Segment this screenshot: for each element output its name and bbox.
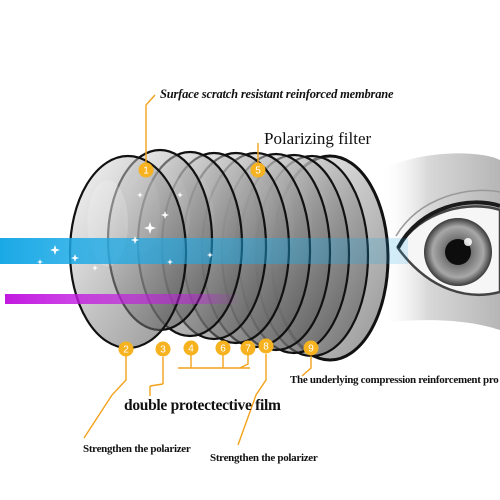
sparkle-icon [37, 259, 43, 265]
sparkle-icon [161, 211, 169, 219]
leader-line [301, 356, 312, 377]
marker-number: 3 [160, 345, 166, 356]
sparkle-icon [207, 252, 213, 258]
number-markers: 1 2 3 4 5 6 7 8 9 [118, 162, 319, 357]
blue-light-beam [0, 238, 408, 264]
marker-number: 9 [308, 344, 314, 355]
marker-6: 6 [215, 340, 231, 356]
label-protective-film: double protectective film [124, 397, 281, 414]
marker-badge [118, 341, 134, 357]
label-polarizer-left: Strengthen the polarizer [83, 443, 191, 455]
marker-7: 7 [240, 340, 256, 356]
sparkle-stars [37, 192, 213, 271]
marker-badge [258, 338, 274, 354]
marker-number: 6 [220, 344, 226, 355]
leader-lines [83, 94, 312, 446]
sparkle-icon [50, 245, 60, 255]
marker-5: 5 [250, 162, 266, 178]
marker-number: 8 [263, 342, 269, 353]
marker-3: 3 [155, 341, 171, 357]
label-compression-reinforcement: The underlying compression reinforcement… [290, 374, 499, 386]
marker-number: 4 [188, 344, 194, 355]
marker-badge [250, 162, 266, 178]
marker-4: 4 [183, 340, 199, 356]
sparkle-icon [167, 259, 173, 265]
sparkle-icon [177, 192, 183, 198]
marker-badge [183, 340, 199, 356]
leader-line [237, 354, 267, 446]
eye-illustration [380, 153, 500, 330]
label-polarizer-right: Strengthen the polarizer [210, 452, 318, 464]
marker-number: 1 [143, 166, 149, 177]
sparkle-icon [71, 254, 79, 262]
marker-badge [215, 340, 231, 356]
label-polarizing-filter: Polarizing filter [264, 129, 372, 148]
marker-2: 2 [118, 341, 134, 357]
marker-1: 1 [138, 162, 154, 178]
marker-badge [138, 162, 154, 178]
marker-9: 9 [303, 340, 319, 356]
marker-number: 7 [245, 344, 251, 355]
marker-badge [303, 340, 319, 356]
magenta-light-beam [5, 294, 240, 304]
sparkle-icon [92, 265, 98, 271]
marker-8: 8 [258, 338, 274, 354]
leader-line [145, 94, 156, 163]
label-surface-membrane: Surface scratch resistant reinforced mem… [160, 87, 394, 101]
sparkle-icon [144, 222, 156, 234]
leader-line [83, 356, 127, 439]
leader-line [149, 383, 164, 387]
leader-line [239, 355, 249, 369]
sparkle-icon [137, 192, 143, 198]
marker-number: 2 [123, 345, 129, 356]
marker-badge [240, 340, 256, 356]
marker-number: 5 [255, 166, 261, 177]
marker-badge [155, 341, 171, 357]
sparkle-icon [131, 236, 139, 244]
